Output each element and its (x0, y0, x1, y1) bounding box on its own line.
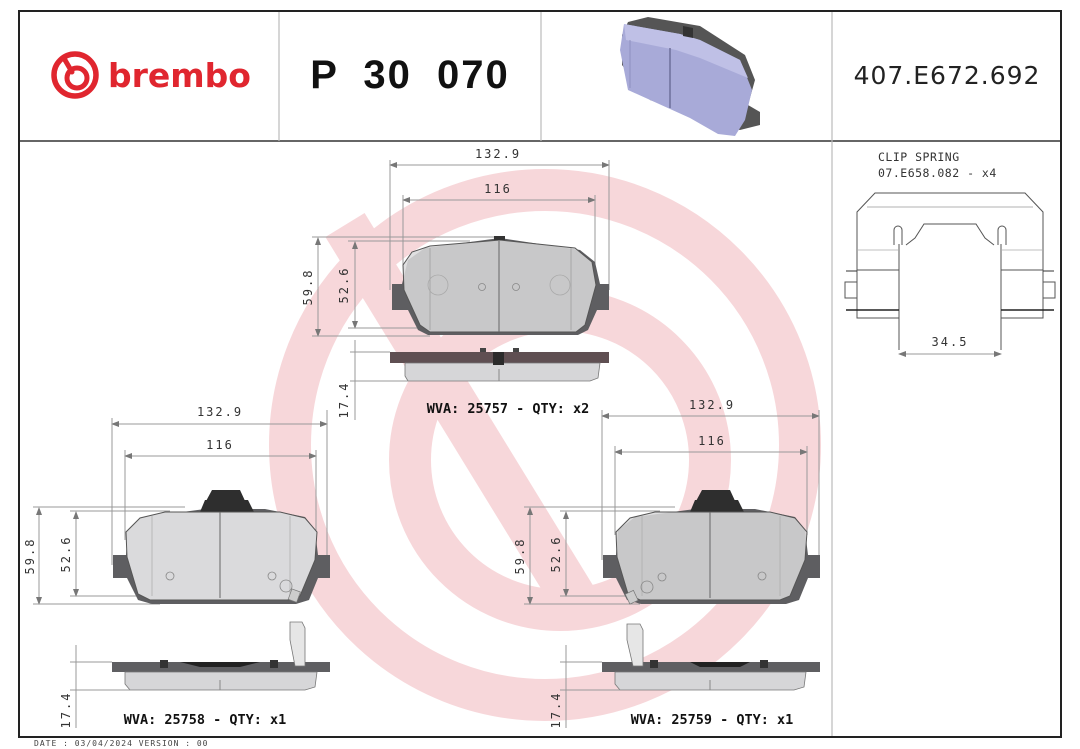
dim-width-overall: 132.9 (689, 398, 735, 412)
clip-spring-drawing: CLIP SPRING 07.E658.082 - x4 34.5 (844, 150, 1056, 357)
dim-thickness: 17.4 (337, 382, 351, 419)
wva-label: WVA: 25759 - QTY: x1 (631, 712, 794, 728)
dim-width-friction: 116 (484, 182, 512, 196)
dim-height-friction: 52.6 (59, 536, 73, 573)
part-number: P 30 070 (310, 53, 510, 97)
clip-spring-dimension: 34.5 (932, 335, 969, 349)
clip-spring-code: 07.E658.082 - x4 (878, 166, 997, 180)
dim-width-overall: 132.9 (475, 147, 521, 161)
dim-thickness: 17.4 (549, 692, 563, 729)
dim-height-overall: 59.8 (301, 269, 315, 306)
brembo-logo-icon (51, 51, 99, 99)
dim-height-friction: 52.6 (337, 267, 351, 304)
dim-height-overall: 59.8 (513, 538, 527, 575)
pad-drawing-bottom-right: 132.9 116 59.8 52.6 17.4 WVA: 25759 - QT… (513, 398, 820, 728)
dim-width-friction: 116 (206, 438, 234, 452)
wva-label: WVA: 25757 - QTY: x2 (427, 401, 590, 417)
drawing-frame (18, 10, 1062, 738)
wva-label: WVA: 25758 - QTY: x1 (124, 712, 287, 728)
brand-logo-text: brembo (108, 56, 251, 95)
pad-drawing-bottom-left: 132.9 116 59.8 52.6 17.4 WVA: 25758 - QT… (23, 405, 330, 728)
dim-height-friction: 52.6 (549, 536, 563, 573)
brake-pad-3d-render-icon (620, 17, 760, 136)
header-logo-cell: brembo (20, 10, 279, 141)
dim-width-friction: 116 (698, 434, 726, 448)
reference-code: 407.E672.692 (853, 61, 1041, 90)
pad-drawing-top: 132.9 116 59.8 52.6 17.4 WVA: 25757 - QT… (301, 147, 610, 420)
header-reference-cell: 407.E672.692 (832, 10, 1062, 141)
dim-height-overall: 59.8 (23, 538, 37, 575)
dim-thickness: 17.4 (59, 692, 73, 729)
header-part-number-cell: P 30 070 (279, 10, 541, 141)
dim-width-overall: 132.9 (197, 405, 243, 419)
clip-spring-title: CLIP SPRING (878, 150, 960, 164)
footer-date-version: DATE : 03/04/2024 VERSION : 00 (34, 739, 209, 748)
